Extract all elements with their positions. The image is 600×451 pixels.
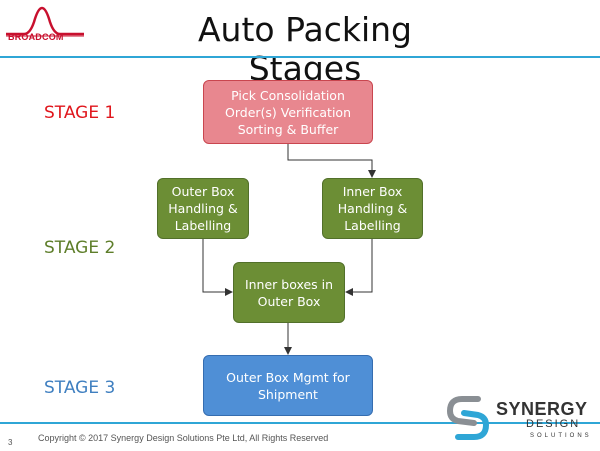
title-divider <box>0 56 600 58</box>
box-outer-box-mgmt-text: Outer Box Mgmt for Shipment <box>226 369 350 402</box>
synergy-logo-icon <box>446 396 490 440</box>
broadcom-logo-icon <box>6 6 84 37</box>
box-outer-box-mgmt: Outer Box Mgmt for Shipment <box>203 355 373 416</box>
box-inner-boxes-in-outer-box-text: Inner boxes in Outer Box <box>244 276 334 309</box>
stage-3-label: STAGE 3 <box>44 378 116 398</box>
stage-1-label: STAGE 1 <box>44 103 116 123</box>
box-inner-box-handling: Inner Box Handling & Labelling <box>322 178 423 239</box>
synergy-logo-solutions: SOLUTIONS <box>530 433 592 439</box>
synergy-logo: SYNERGY DESIGN SOLUTIONS <box>444 393 596 445</box>
connector-inner-handling-to-combine <box>345 239 373 296</box>
footer-divider <box>0 422 600 424</box>
connector-outer-handling-to-combine <box>202 239 233 296</box>
box-inner-box-handling-text: Inner Box Handling & Labelling <box>337 184 408 233</box>
stage-2-label: STAGE 2 <box>44 238 116 258</box>
synergy-logo-design: DESIGN <box>526 418 581 430</box>
connector-pick-to-inner-handling <box>287 144 376 178</box>
broadcom-logo: BROADCOM <box>4 6 86 48</box>
page-number: 3 <box>8 438 13 447</box>
box-outer-box-handling-text: Outer Box Handling & Labelling <box>168 184 238 233</box>
box-inner-boxes-in-outer-box: Inner boxes in Outer Box <box>233 262 345 323</box>
box-pick-consolidation-text: Pick Consolidation Order(s) Verification… <box>225 87 351 137</box>
box-pick-consolidation: Pick Consolidation Order(s) Verification… <box>203 80 373 144</box>
synergy-logo-word: SYNERGY <box>496 399 588 419</box>
box-outer-box-handling: Outer Box Handling & Labelling <box>157 178 249 239</box>
copyright-text: Copyright © 2017 Synergy Design Solution… <box>38 433 329 443</box>
broadcom-logo-text: BROADCOM <box>8 32 64 42</box>
